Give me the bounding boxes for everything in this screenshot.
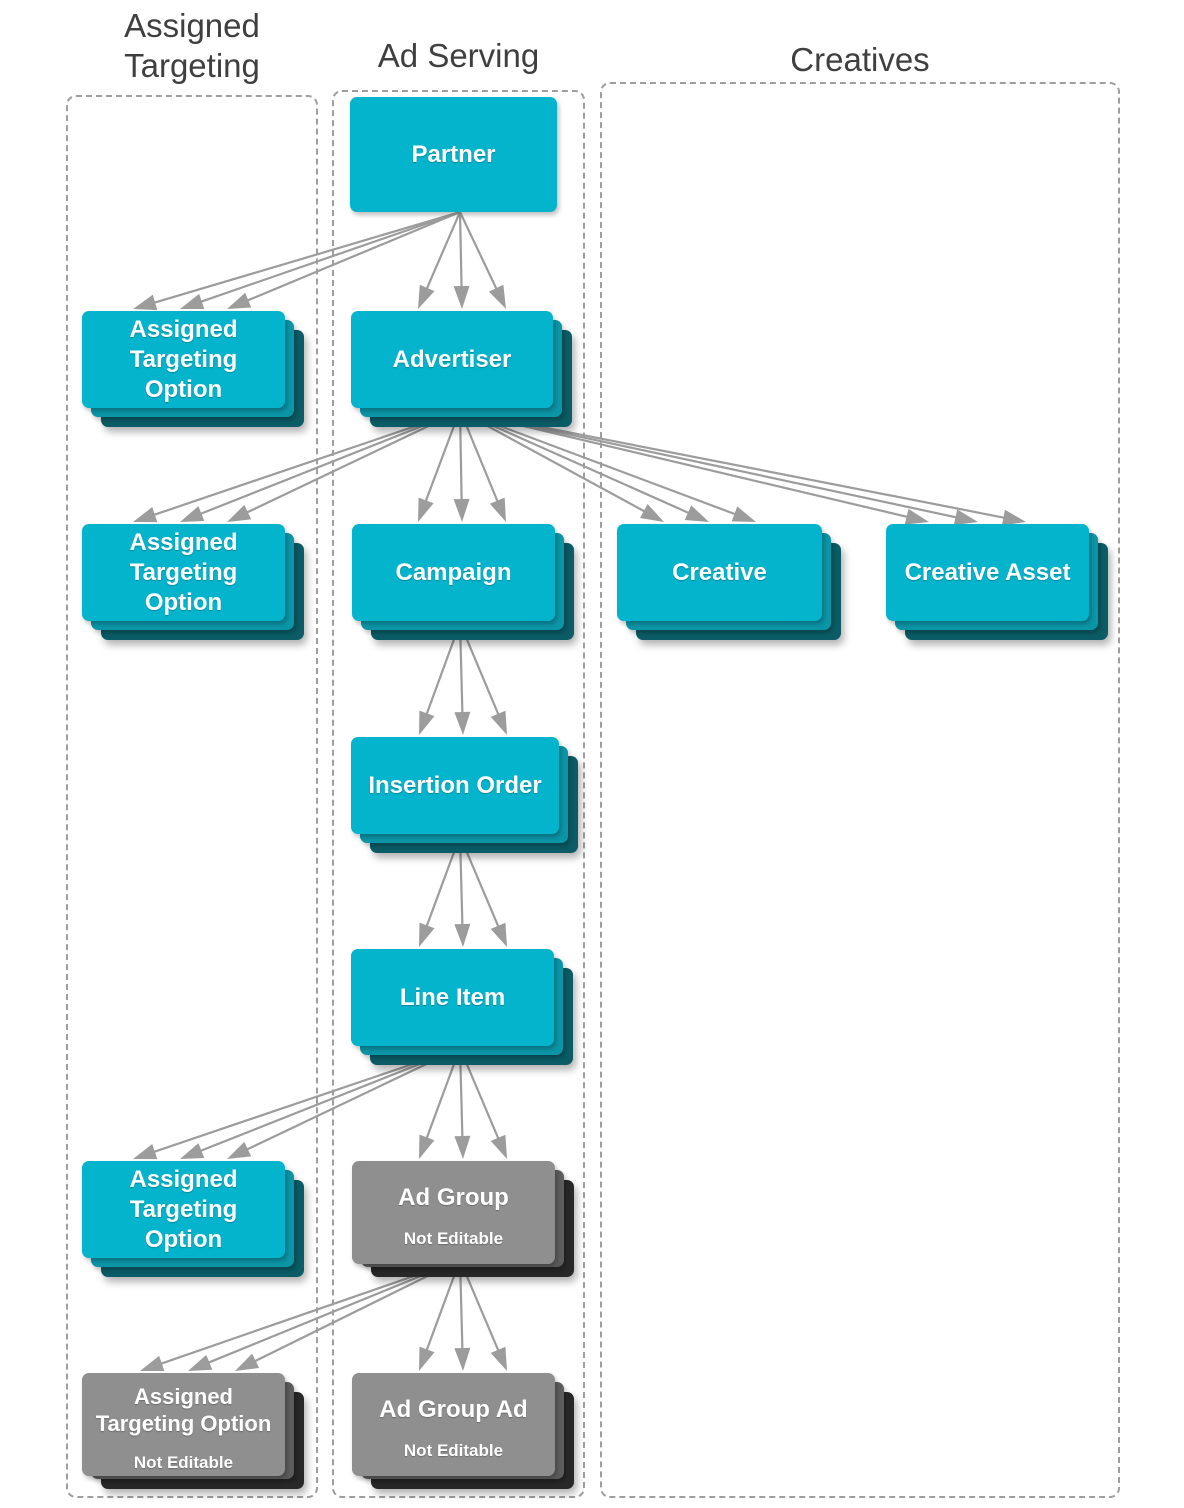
arrowhead-icon	[235, 1353, 260, 1371]
column-header-text: Ad Serving	[377, 37, 540, 74]
column-header-creatives: Creatives	[600, 40, 1120, 80]
arrowhead-icon	[227, 292, 252, 309]
arrowhead-icon	[454, 1135, 471, 1159]
arrowhead-icon	[133, 294, 158, 311]
arrowhead-icon	[180, 1143, 205, 1159]
arrowhead-icon	[1001, 509, 1026, 526]
edge-advertiser-to-creative	[459, 409, 756, 522]
edge-campaign-to-insertion-order	[419, 622, 507, 735]
edge-ad-group-to-ad-group-ad	[419, 1259, 507, 1371]
arrowhead-icon	[731, 506, 756, 522]
column-header-text: Creatives	[790, 41, 930, 78]
arrowhead-icon	[419, 922, 435, 947]
arrowhead-icon	[453, 285, 470, 309]
arrowhead-icon	[490, 1134, 507, 1159]
arrowhead-icon	[454, 923, 471, 947]
arrowhead-icon	[684, 505, 709, 522]
arrowhead-icon	[227, 1141, 252, 1159]
column-ad-serving	[332, 90, 585, 1498]
arrowhead-icon	[490, 1346, 507, 1371]
column-header-assigned-targeting: Assigned Targeting	[66, 6, 318, 86]
arrowhead-icon	[180, 293, 205, 310]
arrowhead-icon	[418, 497, 434, 522]
column-header-ad-serving: Ad Serving	[332, 36, 585, 76]
arrowhead-icon	[904, 508, 929, 525]
arrowhead-icon	[454, 711, 471, 735]
edge-line-item-to-ato-line-item	[133, 1046, 461, 1160]
arrowhead-icon	[490, 922, 507, 947]
arrowhead-icon	[133, 1144, 158, 1160]
arrowhead-icon	[639, 503, 664, 522]
column-creatives	[600, 82, 1120, 1498]
edge-line-item-to-ad-group	[419, 1047, 507, 1159]
arrowhead-icon	[953, 509, 978, 526]
arrowhead-icon	[180, 506, 205, 522]
arrowhead-icon	[418, 284, 435, 309]
arrowhead-icon	[188, 1354, 213, 1371]
edge-ad-group-to-ato-ad-group	[140, 1258, 461, 1372]
arrowhead-icon	[488, 284, 506, 309]
arrowhead-icon	[489, 497, 506, 522]
edge-advertiser-to-ato-advertiser	[133, 409, 461, 523]
arrowhead-icon	[140, 1355, 165, 1372]
arrowhead-icon	[490, 710, 507, 735]
arrowhead-icon	[454, 1347, 471, 1371]
column-header-text: Targeting	[124, 47, 260, 84]
arrowhead-icon	[227, 504, 252, 522]
column-header-text: Assigned	[124, 7, 260, 44]
column-assigned-targeting	[66, 95, 318, 1498]
edge-partner-to-advertiser	[418, 211, 506, 309]
arrowhead-icon	[419, 1346, 435, 1371]
edge-partner-to-ato-partner	[133, 210, 461, 311]
arrowhead-icon	[453, 498, 470, 522]
arrowhead-icon	[419, 1134, 435, 1159]
edge-insertion-order-to-line-item	[419, 835, 507, 947]
arrowhead-icon	[419, 710, 435, 735]
arrowhead-icon	[133, 507, 158, 523]
edge-advertiser-to-creative-asset	[459, 409, 1026, 526]
